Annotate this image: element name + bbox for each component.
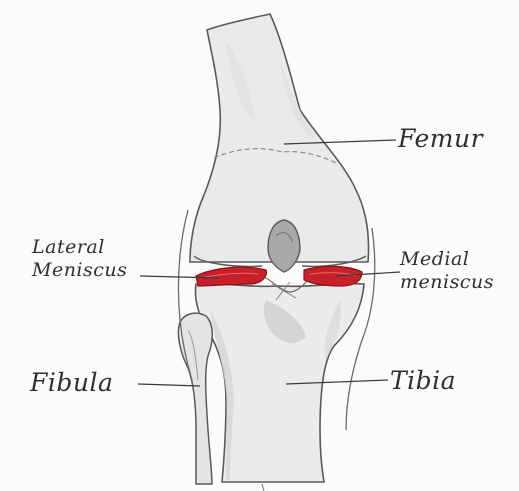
label-lateral-meniscus: Lateral Meniscus <box>32 236 127 282</box>
label-femur: Femur <box>398 124 483 153</box>
label-tibia: Tibia <box>390 366 456 395</box>
label-fibula: Fibula <box>30 368 113 397</box>
intercondylar-notch <box>268 220 300 272</box>
label-medial-meniscus-line-1: Medial <box>400 248 494 271</box>
medial-meniscus-shape <box>304 266 362 286</box>
label-lateral-meniscus-line-2: Meniscus <box>32 259 127 282</box>
fibula-head <box>178 313 212 484</box>
femur-bone <box>190 14 369 272</box>
fibula-bone <box>178 313 212 484</box>
label-medial-meniscus: Medial meniscus <box>400 248 494 294</box>
bottom-mark <box>262 484 264 491</box>
tibia-bone <box>195 276 364 482</box>
label-lateral-meniscus-line-1: Lateral <box>32 236 127 259</box>
label-medial-meniscus-line-2: meniscus <box>400 271 494 294</box>
leader-fibula <box>138 384 200 386</box>
